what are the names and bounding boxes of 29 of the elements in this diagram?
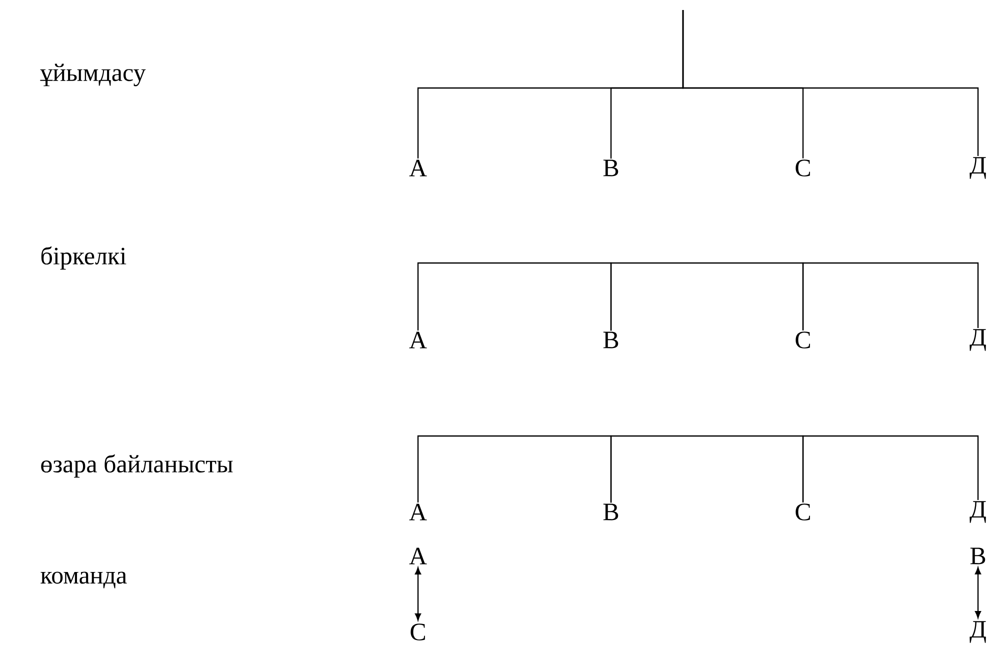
- letter: Д: [970, 501, 986, 523]
- row-label: біркелкі: [41, 246, 126, 270]
- bracket-line: [610, 262, 804, 331]
- letter: А: [409, 332, 427, 348]
- row-label: команда: [40, 572, 127, 588]
- bracket-line: [802, 435, 979, 502]
- letter: Д: [970, 157, 986, 179]
- letter: Д: [970, 329, 986, 351]
- bracket-line: [610, 435, 804, 503]
- letter: С: [410, 624, 425, 640]
- branch-line: [682, 10, 979, 156]
- row-label: ұйымдасу: [40, 64, 146, 86]
- letter: С: [796, 504, 810, 520]
- letter: А: [409, 548, 427, 564]
- row-label: өзара байланысты: [41, 454, 233, 478]
- letter: В: [603, 504, 618, 520]
- double-arrow: [414, 567, 422, 621]
- letter: В: [603, 332, 618, 348]
- letter: С: [796, 160, 810, 176]
- letter: А: [409, 504, 427, 520]
- letter: В: [603, 160, 618, 176]
- bracket-line: [802, 262, 979, 330]
- letter: Д: [970, 621, 986, 643]
- bracket-line: [417, 262, 612, 331]
- bracket-line: [417, 435, 612, 503]
- letter: А: [409, 160, 427, 176]
- letter: В: [970, 548, 986, 564]
- double-arrow: [974, 567, 982, 618]
- letter: С: [796, 332, 810, 348]
